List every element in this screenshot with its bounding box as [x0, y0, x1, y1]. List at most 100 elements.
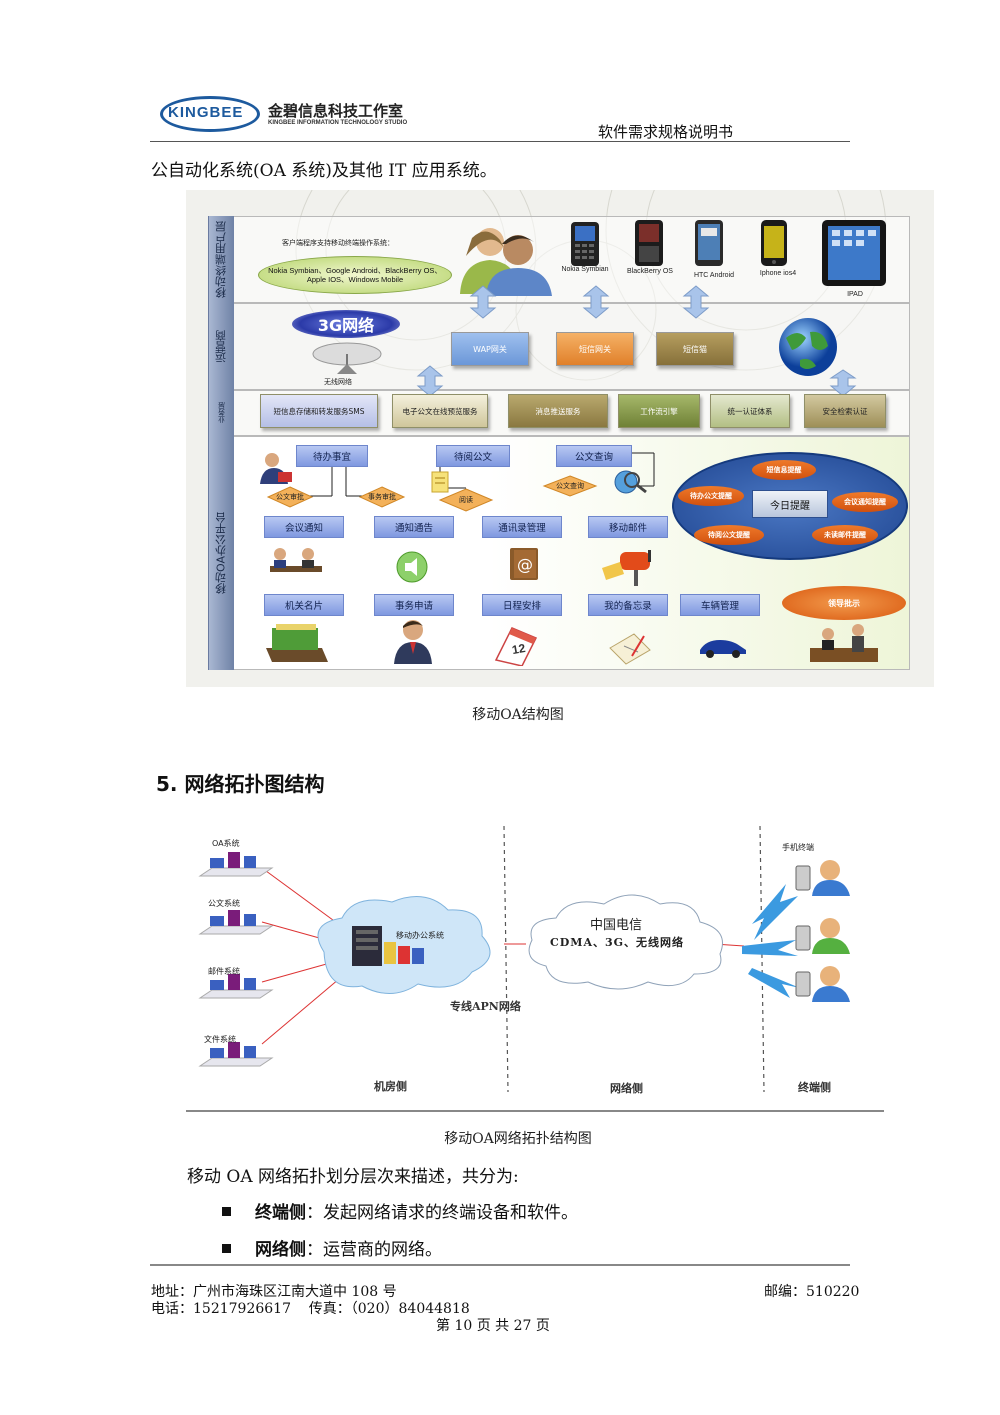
- logo-mark: [160, 96, 260, 132]
- bullet-network: 网络侧：运营商的网络。: [222, 1235, 442, 1260]
- satellite-dish-icon: [312, 342, 382, 374]
- oa-structure-diagram: 移动终端用户层 运营商 业务层 移动OA办公平台 客户端程序支持移动终端操作系统…: [186, 190, 934, 687]
- calendar-day: 12: [510, 640, 527, 658]
- reminder-todo-doc: 待办公文提醒: [678, 486, 744, 506]
- person-icon: [394, 620, 432, 664]
- box-todo: 待办事宜: [296, 445, 368, 467]
- intro-line: 公自动化系统(OA 系统)及其他 IT 应用系统。: [151, 161, 497, 181]
- diamond-affair-approval: 事务审批: [368, 493, 396, 501]
- system-label-file: 文件系统: [204, 1035, 236, 1044]
- bullet-terminal: 终端侧：发起网络请求的终端设备和软件。: [222, 1198, 578, 1223]
- apn-label: 专线APN网络: [450, 1000, 521, 1013]
- reminder-center: 今日提醒: [752, 490, 828, 518]
- footer-address: 地址：广州市海珠区江南大道中 108 号: [151, 1284, 397, 1300]
- box-contacts: 通讯录管理: [482, 516, 562, 538]
- sms-gateway-box: 短信网关: [556, 332, 634, 366]
- os-note: 客户端程序支持移动终端操作系统：: [282, 239, 394, 247]
- reminder-sms: 短信息提醒: [752, 460, 816, 480]
- section-title: 网络拓扑图结构: [184, 772, 325, 796]
- os-list-ellipse: Nokia Symbian、Google Android、BlackBerry …: [258, 256, 452, 294]
- diamond-read: 阅读: [459, 496, 473, 504]
- bullet-square-icon: [222, 1207, 231, 1216]
- address-book-icon: @: [510, 548, 538, 580]
- users-icon: [460, 228, 552, 296]
- company-name-en: KINGBEE INFORMATION TECHNOLOGY STUDIO: [268, 120, 408, 126]
- service-workflow: 工作流引擎: [618, 394, 700, 428]
- network-topology-diagram: OA系统 公文系统 邮件系统 文件系统 移动办公系统 中国电信 CDMA、3G、…: [186, 822, 884, 1112]
- globe-icon: [779, 318, 837, 376]
- bullet-desc: ：运营商的网络。: [306, 1240, 442, 1260]
- wap-gateway-box: WAP网关: [451, 332, 529, 366]
- nokia-phone-icon: [571, 222, 599, 266]
- diamond-doc-query: 公文查询: [556, 482, 584, 490]
- header-rule: [150, 141, 850, 142]
- leader-desk-icon: [810, 624, 878, 662]
- diagram-bottom-rule: [186, 1110, 884, 1112]
- zone-network: 网络侧: [610, 1082, 643, 1095]
- section-number: 5.: [156, 772, 178, 796]
- carrier-name: 中国电信: [590, 918, 643, 933]
- system-label-mail: 邮件系统: [208, 967, 240, 976]
- bullet-term: 网络侧: [255, 1240, 306, 1260]
- htc-phone-icon: [695, 220, 723, 266]
- memo-pad-icon: [609, 633, 651, 665]
- service-push: 消息推送服务: [508, 394, 608, 428]
- oa-diagram-caption: 移动OA结构图: [472, 707, 564, 723]
- service-auth: 统一认证体系: [710, 394, 790, 428]
- system-label-oa: OA系统: [212, 839, 240, 848]
- leader-instruction: 领导批示: [782, 586, 906, 620]
- wireless-label: 无线网络: [324, 378, 352, 386]
- meeting-icon: [270, 548, 322, 572]
- footer-postcode: 邮编：510220: [764, 1284, 860, 1300]
- zone-terminal: 终端侧: [798, 1081, 831, 1094]
- footer-page: 第 10 页 共 27 页: [436, 1318, 550, 1334]
- system-label-doc: 公文系统: [208, 899, 240, 908]
- box-mobile-mail: 移动邮件: [588, 516, 668, 538]
- svg-text:@: @: [517, 555, 533, 574]
- service-security: 安全检索认证: [804, 394, 886, 428]
- zone-server-room: 机房侧: [374, 1080, 407, 1093]
- blackberry-phone-icon: [635, 220, 663, 266]
- diamond-doc-approval: 公文审批: [276, 493, 304, 501]
- box-affair-request: 事务申请: [374, 594, 454, 616]
- device-label-nokia: Nokia Symbian: [561, 266, 609, 273]
- network-lines: [198, 825, 850, 1093]
- topology-paragraph: 移动 OA 网络拓扑划分层次来描述，共分为:: [187, 1167, 519, 1187]
- logo-text: KINGBEE: [168, 104, 244, 121]
- device-label-iphone: Iphone ios4: [759, 270, 797, 277]
- server-label: 移动办公系统: [396, 931, 444, 940]
- layer-arrows: [416, 285, 857, 397]
- box-vehicle: 车辆管理: [680, 594, 760, 616]
- service-doc-preview: 电子公文在线预览服务: [392, 394, 488, 428]
- ipad-icon: [822, 220, 886, 286]
- bullet-square-icon: [222, 1244, 231, 1253]
- speaker-icon: [396, 551, 428, 583]
- device-label-ipad: IPAD: [847, 291, 863, 298]
- iphone-icon: [761, 220, 787, 266]
- box-memo: 我的备忘录: [588, 594, 668, 616]
- bullet-term: 终端侧: [255, 1203, 306, 1223]
- calendar-icon: [494, 627, 538, 666]
- section-heading: 5. 网络拓扑图结构: [156, 768, 324, 797]
- box-meeting-notice: 会议通知: [264, 516, 344, 538]
- footer-phone: 电话：15217926617 传真：（020）84044818: [151, 1301, 470, 1317]
- service-sms: 短信息存储和转发服务SMS: [260, 394, 378, 428]
- search-globe-icon: [614, 470, 647, 494]
- worker-icon: [260, 453, 292, 484]
- sms-modem-box: 短信猫: [656, 332, 734, 366]
- mailbox-icon: [602, 550, 651, 586]
- platform-flow-lines: [266, 452, 655, 512]
- box-schedule: 日程安排: [482, 594, 562, 616]
- document-icon: [431, 471, 449, 493]
- terminal-label: 手机终端: [782, 843, 814, 852]
- box-docs-to-read: 待阅公文: [436, 445, 510, 467]
- reminder-meeting: 会议通知提醒: [832, 492, 898, 512]
- reminder-read-doc: 待阅公文提醒: [694, 525, 764, 545]
- footer-rule: [150, 1264, 850, 1266]
- net-diagram-caption: 移动OA网络拓扑结构图: [444, 1131, 592, 1147]
- box-notices: 通知通告: [374, 516, 454, 538]
- reminder-mail: 未读邮件提醒: [812, 525, 878, 545]
- card-file-icon: [266, 624, 328, 662]
- company-name: 金碧信息科技工作室: [268, 102, 404, 120]
- device-label-htc: HTC Android: [693, 272, 735, 279]
